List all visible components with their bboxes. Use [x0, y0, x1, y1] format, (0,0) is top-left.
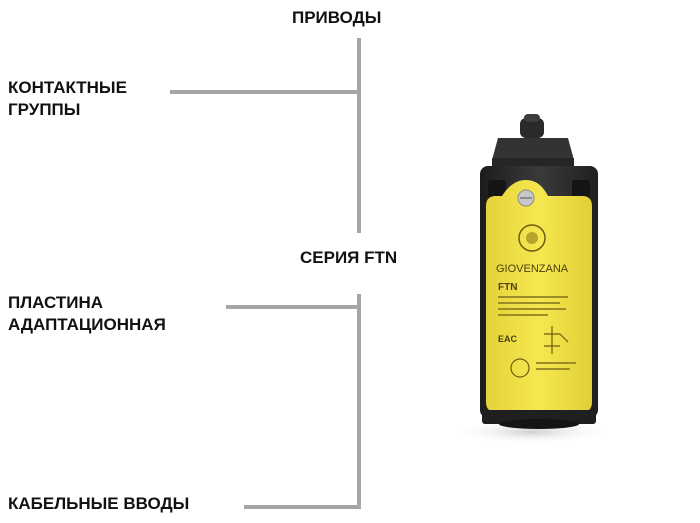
connector-cable-entries: [244, 505, 361, 509]
device-cert-mark: EAC: [498, 334, 518, 344]
label-cable-entries: КАБЕЛЬНЫЕ ВВОДЫ: [8, 494, 190, 513]
label-series: СЕРИЯ FTN: [300, 248, 398, 267]
device-brand-text: GIOVENZANA: [496, 263, 569, 275]
label-contact-groups: КОНТАКТНЫЕ ГРУППЫ: [8, 78, 127, 119]
limit-switch-image: GIOVENZANA FTN EAC: [450, 114, 614, 444]
connector-contact-groups: [170, 90, 361, 94]
connector-bottom-vertical: [357, 294, 361, 509]
device-model-text: FTN: [498, 282, 517, 293]
label-adapter-plate: ПЛАСТИНА АДАПТАЦИОННАЯ: [8, 293, 166, 334]
label-drives: ПРИВОДЫ: [292, 8, 382, 27]
connector-adapter-plate: [226, 305, 361, 309]
connector-top-vertical: [357, 38, 361, 233]
